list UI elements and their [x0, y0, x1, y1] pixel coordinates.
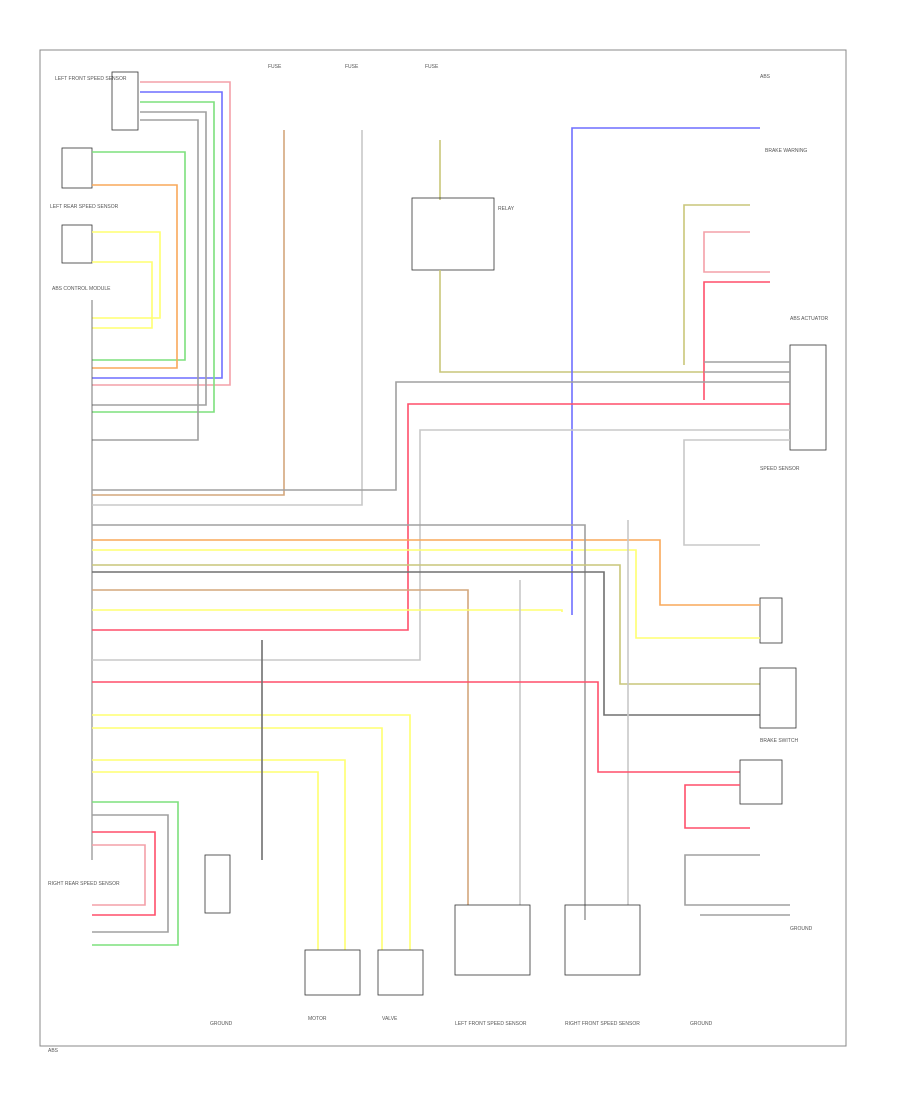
- wire-lightgray-act2: [683, 439, 790, 546]
- wire-yellow-5: [92, 714, 411, 950]
- speed-sensor-right: SPEED SENSOR: [92, 466, 800, 920]
- right-ground-module: GROUND: [684, 854, 813, 932]
- wire-olive-relay: [439, 270, 705, 373]
- fuse-group: FUSE FUSE FUSE: [92, 64, 441, 506]
- left-sensor-2-block: [61, 147, 186, 369]
- wires-bottom-yellow: [92, 640, 411, 950]
- wire-red-main: [92, 681, 740, 773]
- label-bottom-1: GROUND: [210, 1021, 233, 1027]
- label-fuse-2: FUSE: [345, 64, 359, 70]
- wire-olive-2: [92, 564, 760, 685]
- wire-lightgray-fuse: [92, 130, 363, 506]
- wire-yellow-2: [92, 261, 153, 329]
- label-bottom-6: GROUND: [690, 1021, 713, 1027]
- wires-top-left: [92, 81, 231, 441]
- wire-blue-1: [92, 91, 223, 379]
- label-left-front-sensor: LEFT FRONT SPEED SENSOR: [55, 76, 127, 82]
- wire-yellow-3: [92, 549, 760, 639]
- abs-ecu-connector: ABS CONTROL MODULE: [52, 286, 111, 860]
- wire-red-right: [703, 281, 770, 400]
- left-rear-sensor-block: LEFT REAR SPEED SENSOR: [50, 204, 161, 329]
- wire-red-loop2: [92, 831, 156, 916]
- wire-tan-fuse: [92, 130, 285, 496]
- wire-lightgray-act: [92, 429, 790, 661]
- wire-red-loop: [684, 784, 750, 829]
- label-relay: RELAY: [498, 206, 515, 212]
- bottom-components: GROUND MOTOR VALVE LEFT FRONT SPEED SENS…: [204, 854, 713, 1027]
- label-speed-sensor: SPEED SENSOR: [760, 466, 800, 472]
- wire-yellow-8: [92, 771, 319, 950]
- wire-green-loop: [92, 801, 179, 946]
- relay-box: RELAY: [411, 197, 705, 373]
- wire-orange-2: [92, 539, 760, 606]
- label-top-right-2: BRAKE WARNING: [765, 148, 807, 154]
- label-right-bottom: GROUND: [790, 926, 813, 932]
- wire-gray-act-3: [92, 381, 790, 491]
- wire-yellow-4: [92, 609, 563, 612]
- wire-gray-loop: [92, 814, 169, 933]
- wire-gray-rb: [684, 854, 790, 906]
- wire-yellow-6: [92, 727, 383, 950]
- wire-gray-1: [92, 111, 207, 406]
- left-front-sensor-block: LEFT FRONT SPEED SENSOR: [55, 71, 139, 131]
- wire-red-act: [92, 403, 790, 631]
- abs-actuator: ABS ACTUATOR: [92, 316, 829, 661]
- wire-darkgray-1: [92, 571, 760, 716]
- label-bottom-5: RIGHT FRONT SPEED SENSOR: [565, 1021, 640, 1027]
- wire-olive-right: [683, 204, 750, 365]
- label-abs-actuator: ABS ACTUATOR: [790, 316, 829, 322]
- wire-yellow-1: [92, 231, 161, 319]
- wire-blue-top: [571, 127, 760, 615]
- right-front-sensor-bottom: [564, 904, 641, 976]
- label-bottom-2: MOTOR: [308, 1016, 327, 1022]
- ground-module-left: [204, 854, 231, 914]
- motor-box: [304, 949, 361, 996]
- diagram-frame: [39, 49, 847, 1047]
- wire-orange-1: [92, 184, 178, 369]
- top-right-components: ABS BRAKE WARNING: [571, 74, 807, 615]
- wire-pink-loop: [92, 844, 146, 906]
- footer-label: ABS: [48, 1048, 59, 1054]
- label-top-right-1: ABS: [760, 74, 771, 80]
- wire-tan-1: [92, 589, 469, 905]
- wire-yellow-7: [92, 759, 346, 950]
- wire-pink-right: [703, 231, 770, 273]
- right-rear-sensor-block: RIGHT REAR SPEED SENSOR: [48, 801, 179, 946]
- wire-green-2: [92, 151, 186, 361]
- wire-pink-1: [92, 81, 231, 386]
- label-bottom-4: LEFT FRONT SPEED SENSOR: [455, 1021, 527, 1027]
- left-front-sensor-bottom: [454, 904, 531, 976]
- label-right-rear-sensor: RIGHT REAR SPEED SENSOR: [48, 881, 120, 887]
- label-bottom-3: VALVE: [382, 1016, 398, 1022]
- wire-gray-3: [92, 524, 586, 920]
- label-brake-switch: BRAKE SWITCH: [760, 738, 798, 744]
- label-abs-ecu: ABS CONTROL MODULE: [52, 286, 111, 292]
- brake-switch: BRAKE SWITCH: [92, 667, 798, 829]
- valve-box: [377, 949, 424, 996]
- wire-green-1: [92, 101, 215, 413]
- label-fuse-3: FUSE: [425, 64, 439, 70]
- label-left-rear-sensor: LEFT REAR SPEED SENSOR: [50, 204, 119, 210]
- wire-gray-2: [92, 119, 199, 441]
- label-fuse-1: FUSE: [268, 64, 282, 70]
